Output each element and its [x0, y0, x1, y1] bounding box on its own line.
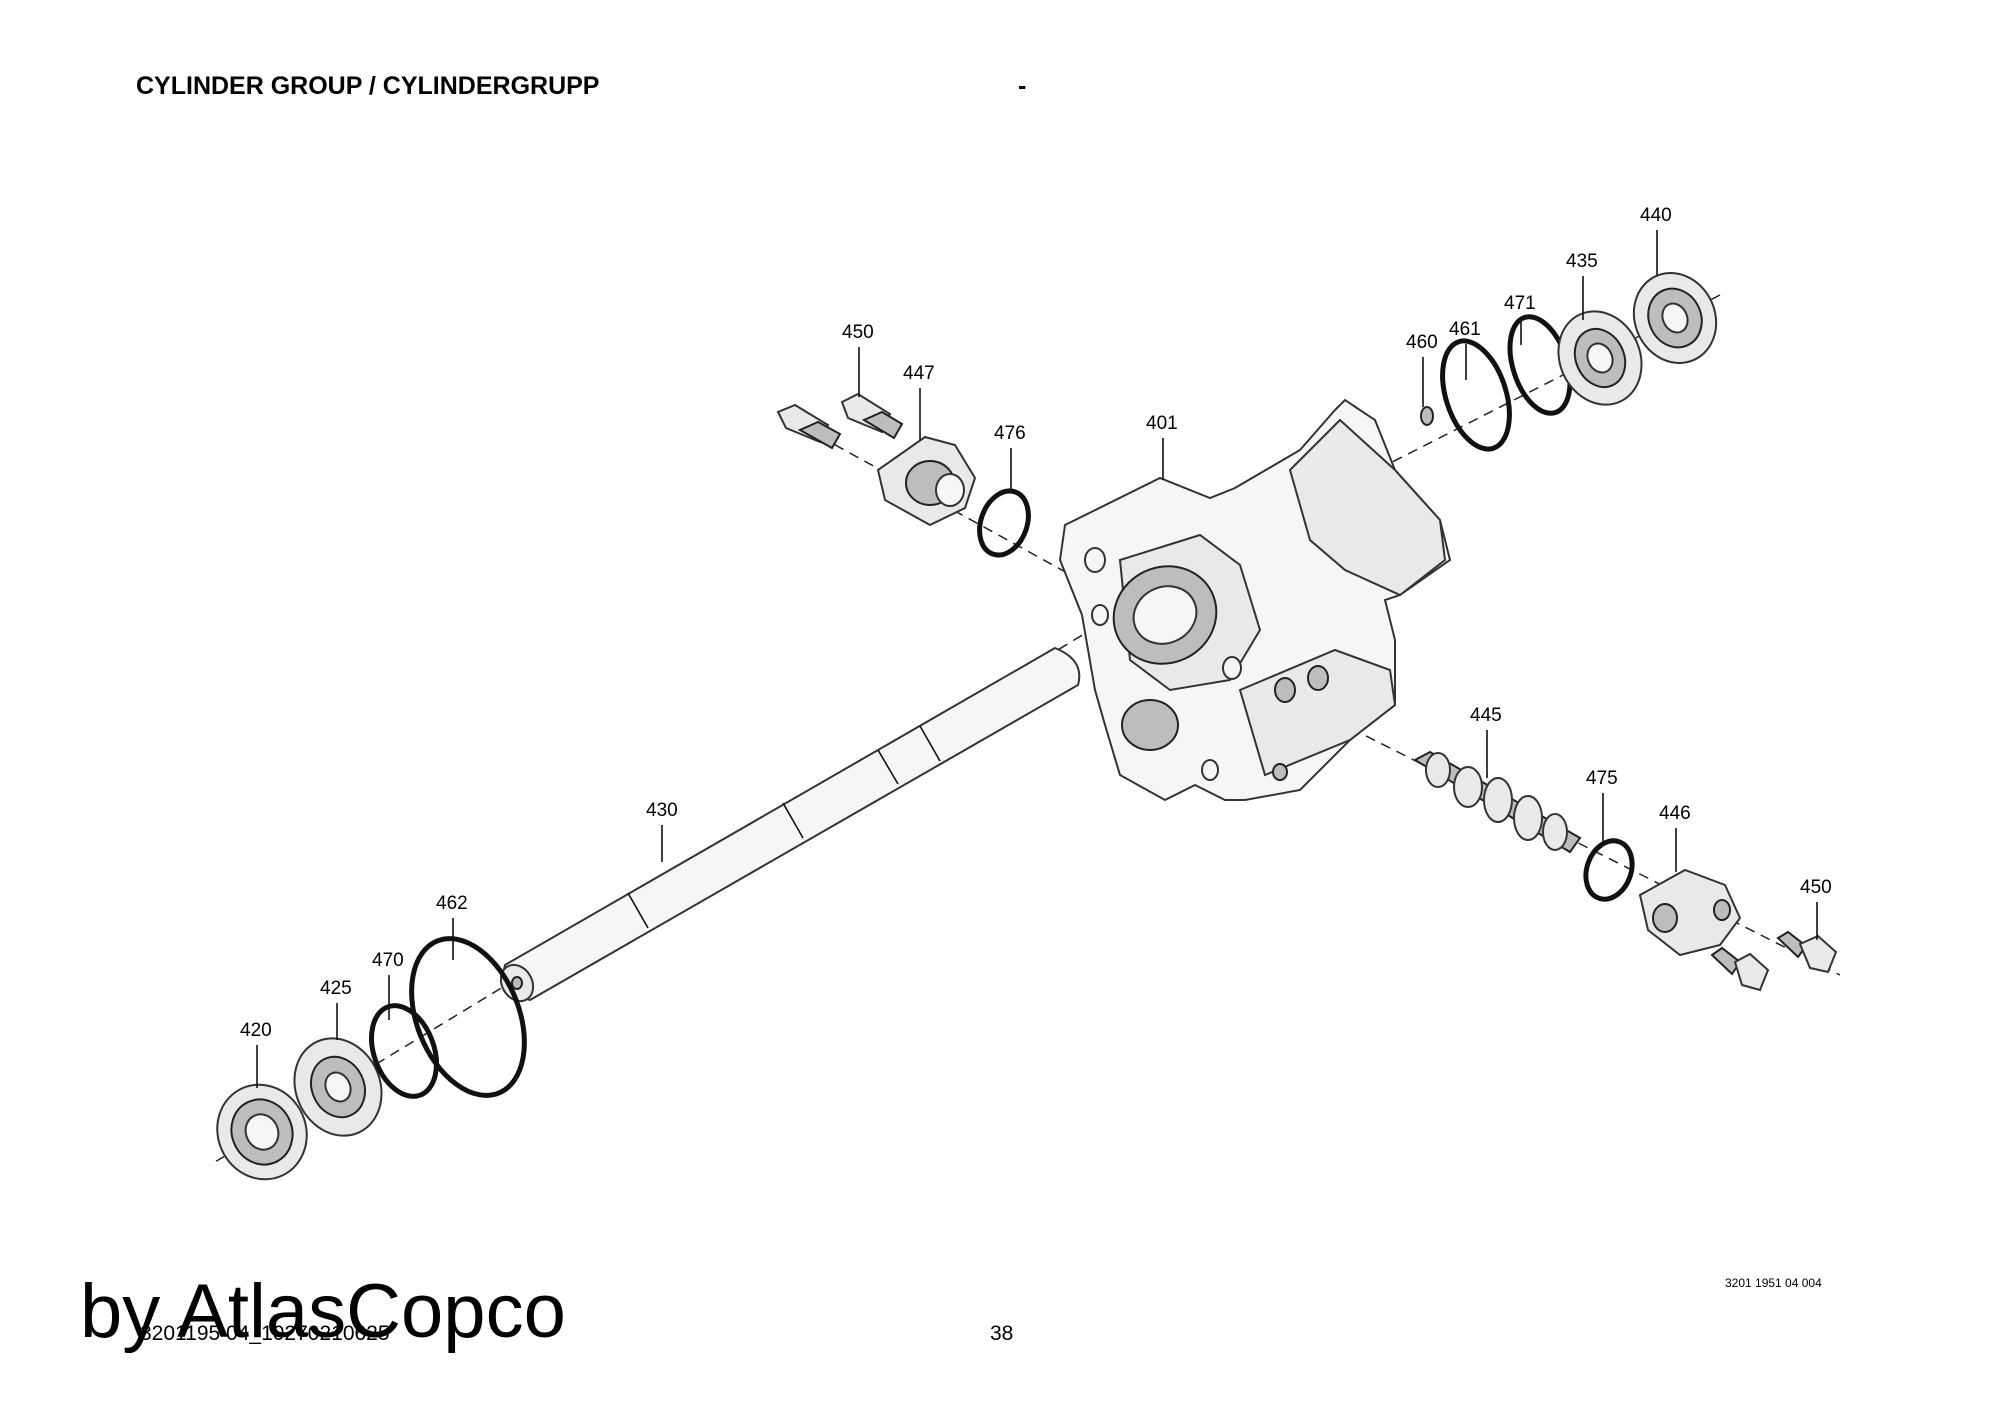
callout-471: 471 — [1504, 293, 1536, 314]
callout-446: 446 — [1659, 803, 1691, 824]
callout-450-right: 450 — [1800, 877, 1832, 898]
footer-file-name: 3201195 04_10270210625 — [140, 1322, 390, 1345]
gland-435 — [1557, 310, 1643, 406]
bolt-450-lower-a — [1710, 946, 1770, 992]
callout-476: 476 — [994, 423, 1026, 444]
valve-cap-446 — [1638, 868, 1742, 957]
rod-shoulder-4 — [919, 725, 941, 762]
o-ring-461 — [1440, 338, 1512, 452]
o-ring-470 — [369, 1003, 439, 1099]
rod-end-nut — [216, 1083, 308, 1181]
drawing-reference: 3201 1951 04 004 — [1725, 1276, 1822, 1290]
callout-445: 445 — [1470, 705, 1502, 726]
valve-spool-445 — [1412, 750, 1582, 854]
cylinder-body — [1058, 398, 1452, 802]
brand-watermark: by AtlasCopco — [80, 1269, 566, 1354]
callout-470: 470 — [372, 950, 404, 971]
bolt-450-right — [840, 392, 904, 440]
rod-shoulder-1 — [627, 892, 649, 929]
bolt-450-left — [776, 403, 842, 450]
header-dash: - — [1018, 72, 1027, 100]
left-bolt-axis — [789, 419, 1081, 581]
o-ring-462 — [409, 936, 527, 1098]
callout-460: 460 — [1406, 332, 1438, 353]
callout-420: 420 — [240, 1020, 272, 1041]
callout-425: 425 — [320, 978, 352, 999]
callout-461: 461 — [1449, 319, 1481, 340]
piston-rod — [499, 646, 1081, 1003]
o-ring-476 — [977, 488, 1031, 558]
callout-450-top: 450 — [842, 322, 874, 343]
rod-shoulder-2 — [782, 802, 804, 839]
end-cap-440 — [1632, 272, 1718, 364]
callout-440: 440 — [1640, 205, 1672, 226]
callout-447: 447 — [903, 363, 935, 384]
gland — [293, 1037, 383, 1137]
callout-462: 462 — [436, 893, 468, 914]
callout-475: 475 — [1586, 768, 1618, 789]
valve-cap-447 — [876, 435, 977, 527]
page-number: 38 — [990, 1322, 1014, 1345]
seal-460 — [1420, 406, 1434, 426]
rod-shoulder-3 — [877, 749, 899, 785]
callout-401: 401 — [1146, 413, 1178, 434]
page-title: CYLINDER GROUP / CYLINDERGRUPP — [136, 72, 600, 100]
callout-435: 435 — [1566, 251, 1598, 272]
right-bolt-axis — [1274, 689, 1841, 976]
bolt-450-lower-b — [1776, 930, 1838, 974]
callout-430: 430 — [646, 800, 678, 821]
o-ring-475 — [1583, 838, 1635, 902]
